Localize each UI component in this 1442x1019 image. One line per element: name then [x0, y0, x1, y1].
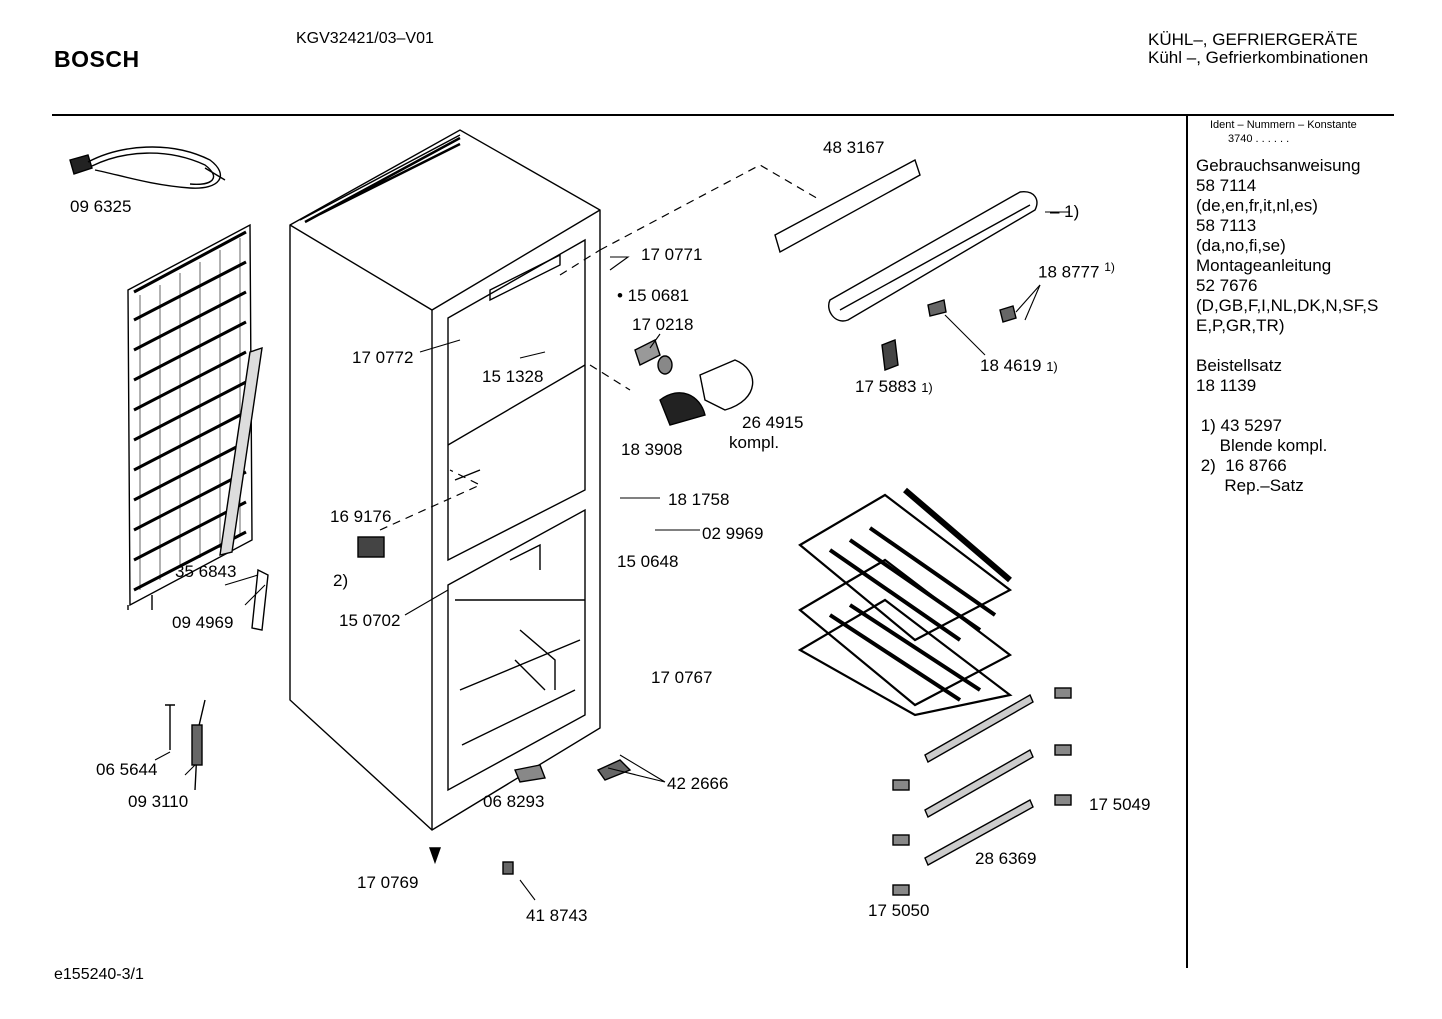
part-label: 09 6325 [70, 197, 132, 216]
clip-6 [892, 884, 910, 896]
part-label: • 15 0681 [617, 286, 690, 305]
sidebar-info: Ident – Nummern – Konstante 3740 . . . .… [1196, 118, 1378, 496]
sidebar-line: 1) 43 5297 [1196, 416, 1283, 435]
switch-169176 [357, 536, 385, 558]
part-188777 [999, 305, 1017, 323]
panel-trim [828, 191, 1038, 322]
rail-1 [924, 694, 1034, 763]
sidebar-line: Beistellsatz [1196, 356, 1282, 375]
part-label: kompl. [729, 433, 780, 452]
part-label: 28 6369 [975, 849, 1037, 868]
part-label: 09 3110 [128, 792, 189, 811]
foot-cap [514, 764, 546, 783]
part-label: 15 0648 [617, 552, 679, 571]
cabinet [289, 129, 601, 831]
plug-418743 [502, 861, 514, 875]
clip-3 [1054, 794, 1072, 806]
part-label: 17 0772 [352, 348, 414, 367]
part-label: 18 3908 [621, 440, 683, 459]
power-cord [69, 146, 226, 189]
part-label: 17 0771 [641, 245, 703, 264]
sensor-wire [165, 704, 175, 750]
sidebar-line: 58 7114 [1196, 176, 1257, 195]
part-label: 35 6843 [175, 562, 237, 581]
header-divider [52, 114, 1394, 116]
part-label: 06 5644 [96, 760, 158, 779]
lamp-socket [657, 355, 673, 375]
clip-1 [1054, 687, 1072, 699]
sidebar-line: 2) 16 8766 [1196, 456, 1287, 475]
condenser-coil [127, 223, 253, 610]
clip-5 [892, 834, 910, 846]
part-label: 48 3167 [823, 138, 885, 157]
brand-logo: BOSCH [54, 46, 140, 72]
part-label: 17 0767 [651, 668, 713, 687]
part-label: 17 0769 [357, 873, 419, 892]
category-title: KÜHL–, GEFRIERGERÄTE [1148, 30, 1358, 49]
part-184619 [927, 299, 947, 317]
sidebar-line: (D,GB,F,I,NL,DK,N,SF,S [1196, 296, 1379, 315]
part-label: 16 9176 [330, 507, 392, 526]
model-number: KGV32421/03–V01 [296, 30, 434, 47]
lamp-bulb [634, 339, 661, 366]
part-label: 17 5883 1) [855, 377, 933, 396]
part-label: 41 8743 [526, 906, 588, 925]
lamp-shade [659, 392, 706, 426]
part-label: 02 9969 [702, 524, 764, 543]
sidebar-line: E,P,GR,TR) [1196, 316, 1285, 335]
clip-2 [1054, 744, 1072, 756]
sidebar-line: Gebrauchsanweisung [1196, 156, 1361, 175]
part-label: 2) [333, 571, 349, 590]
part-label: 17 5050 [868, 901, 930, 920]
screw [429, 847, 441, 865]
rail-3 [924, 799, 1034, 866]
sidebar-line: Rep.–Satz [1196, 476, 1304, 495]
control-panel [774, 158, 921, 254]
part-label: – 1) [1050, 202, 1080, 221]
switch-175883 [881, 339, 899, 371]
document-code: e155240-3/1 [54, 966, 144, 983]
sidebar-line: 52 7676 [1196, 276, 1258, 295]
part-label: 06 8293 [483, 792, 545, 811]
rail-2 [924, 749, 1034, 818]
part-label: 26 4915 [742, 413, 804, 432]
part-label: 17 0218 [632, 315, 694, 334]
sidebar-line: 58 7113 [1196, 216, 1257, 235]
part-label: 17 5049 [1089, 795, 1151, 814]
sidebar-line: Montageanleitung [1196, 256, 1332, 275]
shelf-stack [797, 487, 1013, 717]
part-label: 18 1758 [668, 490, 730, 509]
seal-strip [219, 346, 263, 556]
category-subtitle: Kühl –, Gefrierkombinationen [1148, 48, 1369, 67]
part-label: 15 1328 [482, 367, 544, 386]
sidebar-divider [1186, 116, 1188, 968]
sidebar-line: Blende kompl. [1196, 436, 1328, 455]
part-label: 18 8777 1) [1038, 260, 1115, 282]
clip-4 [892, 779, 910, 791]
lamp-cover [699, 359, 754, 411]
part-label: 18 4619 1) [980, 356, 1058, 375]
ident-title: Ident – Nummern – Konstante [1210, 119, 1357, 131]
sidebar-line: (de,en,fr,it,nl,es) [1196, 196, 1318, 215]
exploded-parts-diagram [69, 129, 1072, 901]
ident-value: 3740 . . . . . . [1228, 133, 1290, 145]
drain-hose [251, 568, 269, 631]
part-label: 42 2666 [667, 774, 729, 793]
part-label: 15 0702 [339, 611, 401, 630]
sidebar-line: (da,no,fi,se) [1196, 236, 1286, 255]
sidebar-line: 18 1139 [1196, 376, 1257, 395]
part-label: 09 4969 [172, 613, 234, 632]
